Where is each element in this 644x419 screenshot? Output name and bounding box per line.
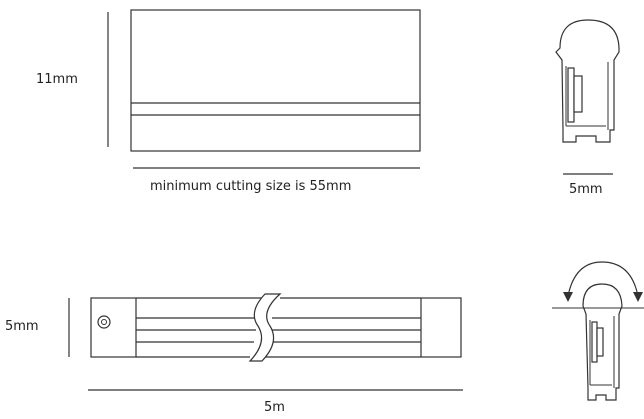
cable-entry-icon [97,315,111,329]
break-symbol [248,293,282,362]
bend-arrow-right-icon [633,292,643,302]
side-height-label: 5mm [5,319,39,334]
length-label: 5m [264,400,285,415]
strip-side-view [68,293,463,391]
bend-profile [552,261,644,401]
profile-cross-section [555,19,620,175]
height-dimension-label: 11mm [36,72,78,87]
bend-arrow-arc [567,261,639,297]
right-end-cap [420,297,462,358]
strip-body [136,297,421,358]
segment-outline [130,9,421,152]
profile-width-label: 5mm [569,182,603,197]
cut-segment-view [107,9,421,169]
cutting-size-note: minimum cutting size is 55mm [150,179,352,194]
left-end-cap [90,297,137,358]
bend-arrow-left-icon [563,292,573,302]
